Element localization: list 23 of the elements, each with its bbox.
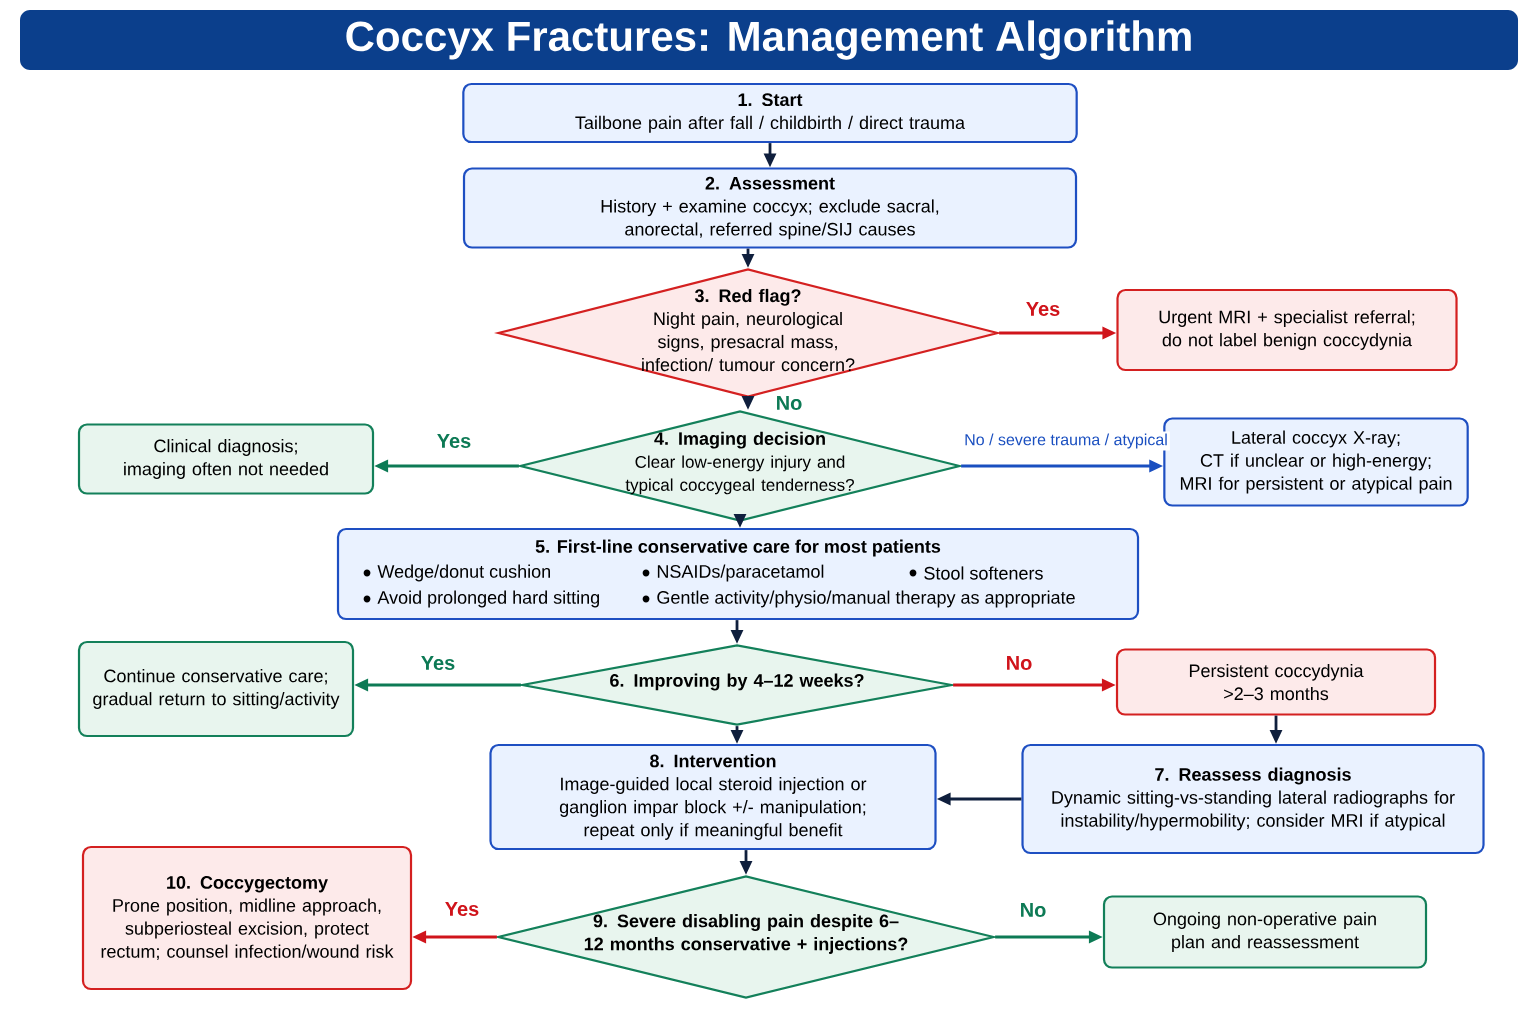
outcome-box: Clinical diagnosis; imaging often not needed [77, 423, 375, 495]
edge-label: Yes [418, 654, 458, 672]
bullet-item: Wedge/donut cushion [363, 564, 550, 582]
bullet-item: Stool softeners [909, 566, 1043, 580]
edge-label: Yes [434, 432, 474, 450]
bullet-item: NSAIDs/paracetamol [642, 564, 824, 582]
process-box: 10. Coccygectomy Prone position, midline approach, subperiosteal excision, protect rectum; counsel infection/wound risk [81, 845, 413, 991]
process-box: 1. Start Tailbone pain after fall / childbirth / direct trauma [462, 82, 1078, 144]
bullet-item: Gentle activity/physio/manual therapy as appropriate [642, 590, 1075, 608]
process-box: 7. Reassess diagnosis Dynamic sitting-vs-standing lateral radiographs for instability/hypermobility; consider MRI if atypical [1021, 743, 1485, 855]
bullet-item: Avoid prolonged hard sitting [363, 590, 599, 608]
outcome-box: Continue conservative care; gradual return to sitting/activity [77, 640, 355, 738]
outcome-box: Urgent MRI + specialist referral; do not label benign coccydynia [1116, 288, 1458, 372]
outcome-box: Ongoing non-operative pain plan and reassessment [1102, 895, 1428, 969]
process-box: 8. Intervention Image-guided local steroid injection or ganglion impar block +/- manipulation; repeat only if meaningful benefit [489, 743, 937, 851]
outcome-box: Persistent coccydynia >2–3 months [1115, 648, 1437, 716]
title-banner: Coccyx Fractures: Management Algorithm [20, 10, 1518, 70]
edge-label: No / severe trauma / atypical [962, 431, 1170, 451]
edge-label: Yes [1023, 300, 1063, 318]
edge-label: Yes [442, 900, 482, 918]
process-box: 2. Assessment History + examine coccyx; exclude sacral, anorectal, referred spine/SIJ causes [462, 167, 1078, 249]
edge-label: No [1017, 901, 1049, 919]
edge-label: No [1003, 654, 1035, 672]
